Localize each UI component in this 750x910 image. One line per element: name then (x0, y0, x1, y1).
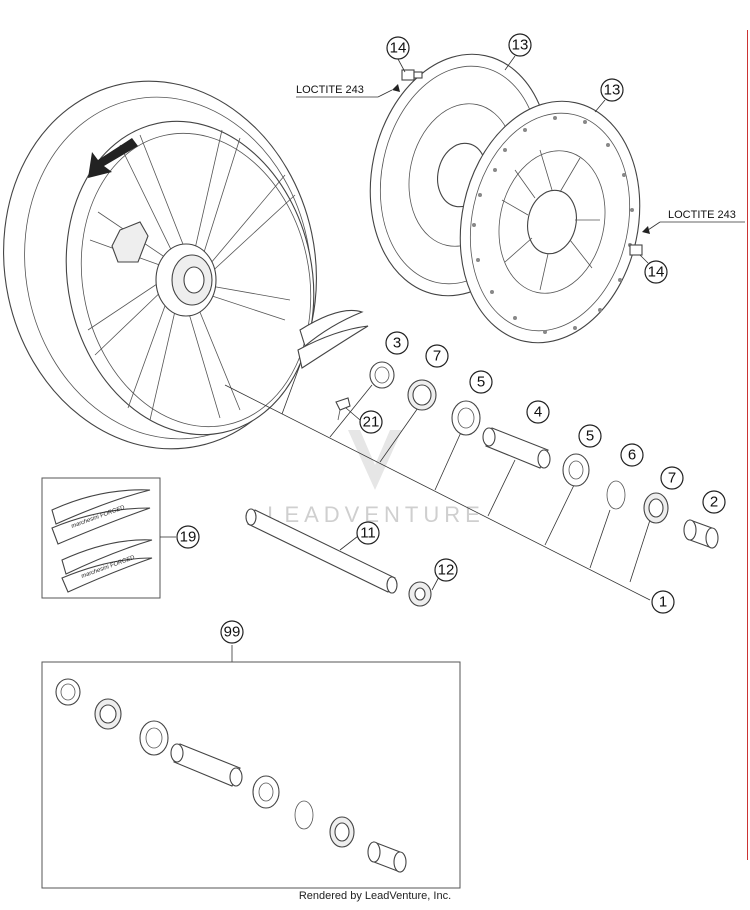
svg-text:5: 5 (477, 374, 485, 391)
svg-text:19: 19 (180, 529, 197, 546)
svg-text:4: 4 (534, 404, 542, 421)
page-edge-line (747, 30, 748, 860)
wheel (3, 80, 317, 450)
part-circlip-6 (606, 480, 626, 510)
callout-1[interactable]: 1 (651, 590, 675, 614)
bearing-kit (55, 678, 407, 873)
callout-7-top[interactable]: 7 (425, 344, 449, 368)
svg-text:2: 2 (710, 494, 718, 511)
rotation-arrow-icon (88, 138, 138, 178)
loctite-label-right: LOCTITE 243 (668, 209, 736, 221)
svg-text:14: 14 (648, 264, 665, 281)
part-valve-21 (335, 397, 351, 421)
callout-19[interactable]: 19 (176, 525, 200, 549)
svg-text:12: 12 (438, 562, 455, 579)
part-sleeve-4 (482, 427, 551, 469)
brake-disc-front (459, 100, 641, 344)
callout-21[interactable]: 21 (359, 410, 383, 434)
svg-text:7: 7 (433, 348, 441, 365)
loctite-drop-icon (642, 226, 650, 234)
decal-wheel (297, 309, 369, 369)
part-axle-11 (245, 508, 398, 594)
callout-5-top[interactable]: 5 (469, 370, 493, 394)
footer-credit: Rendered by LeadVenture, Inc. (298, 890, 452, 902)
svg-text:99: 99 (224, 624, 241, 641)
callout-14-top[interactable]: 14 (386, 36, 410, 60)
part-nut-12 (408, 581, 432, 607)
svg-text:5: 5 (586, 428, 594, 445)
svg-text:13: 13 (604, 82, 621, 99)
svg-text:1: 1 (659, 594, 667, 611)
callout-99[interactable]: 99 (220, 620, 244, 644)
part-seal-7a (407, 379, 437, 411)
callout-12[interactable]: 12 (434, 558, 458, 582)
loctite-label-top: LOCTITE 243 (296, 84, 364, 96)
svg-text:14: 14 (390, 40, 407, 57)
callout-11[interactable]: 11 (356, 521, 380, 545)
callout-2[interactable]: 2 (702, 490, 726, 514)
callout-7-right[interactable]: 7 (660, 466, 684, 490)
svg-text:13: 13 (512, 37, 529, 54)
svg-text:3: 3 (393, 335, 401, 352)
svg-text:11: 11 (360, 525, 376, 542)
disc-bolt-top (392, 69, 423, 92)
svg-text:7: 7 (668, 470, 676, 487)
disc-bolt-right (629, 226, 650, 256)
part-bearing-5b (562, 453, 590, 487)
part-bearing-5a (451, 400, 481, 436)
callout-3[interactable]: 3 (385, 331, 409, 355)
watermark: LEADVENTURE (267, 430, 485, 527)
callout-14-right[interactable]: 14 (644, 260, 668, 284)
callout-5-mid[interactable]: 5 (578, 424, 602, 448)
svg-text:21: 21 (363, 414, 380, 431)
part-seal-7b (643, 492, 669, 524)
watermark-text: LEADVENTURE (267, 502, 485, 527)
callout-6[interactable]: 6 (620, 443, 644, 467)
part-spacer-3 (369, 361, 395, 389)
loctite-drop-icon (392, 84, 400, 92)
callout-13-right[interactable]: 13 (600, 78, 624, 102)
callout-13-top[interactable]: 13 (508, 33, 532, 57)
part-spacer-2 (683, 519, 719, 549)
callout-4[interactable]: 4 (526, 400, 550, 424)
svg-text:6: 6 (628, 447, 636, 464)
